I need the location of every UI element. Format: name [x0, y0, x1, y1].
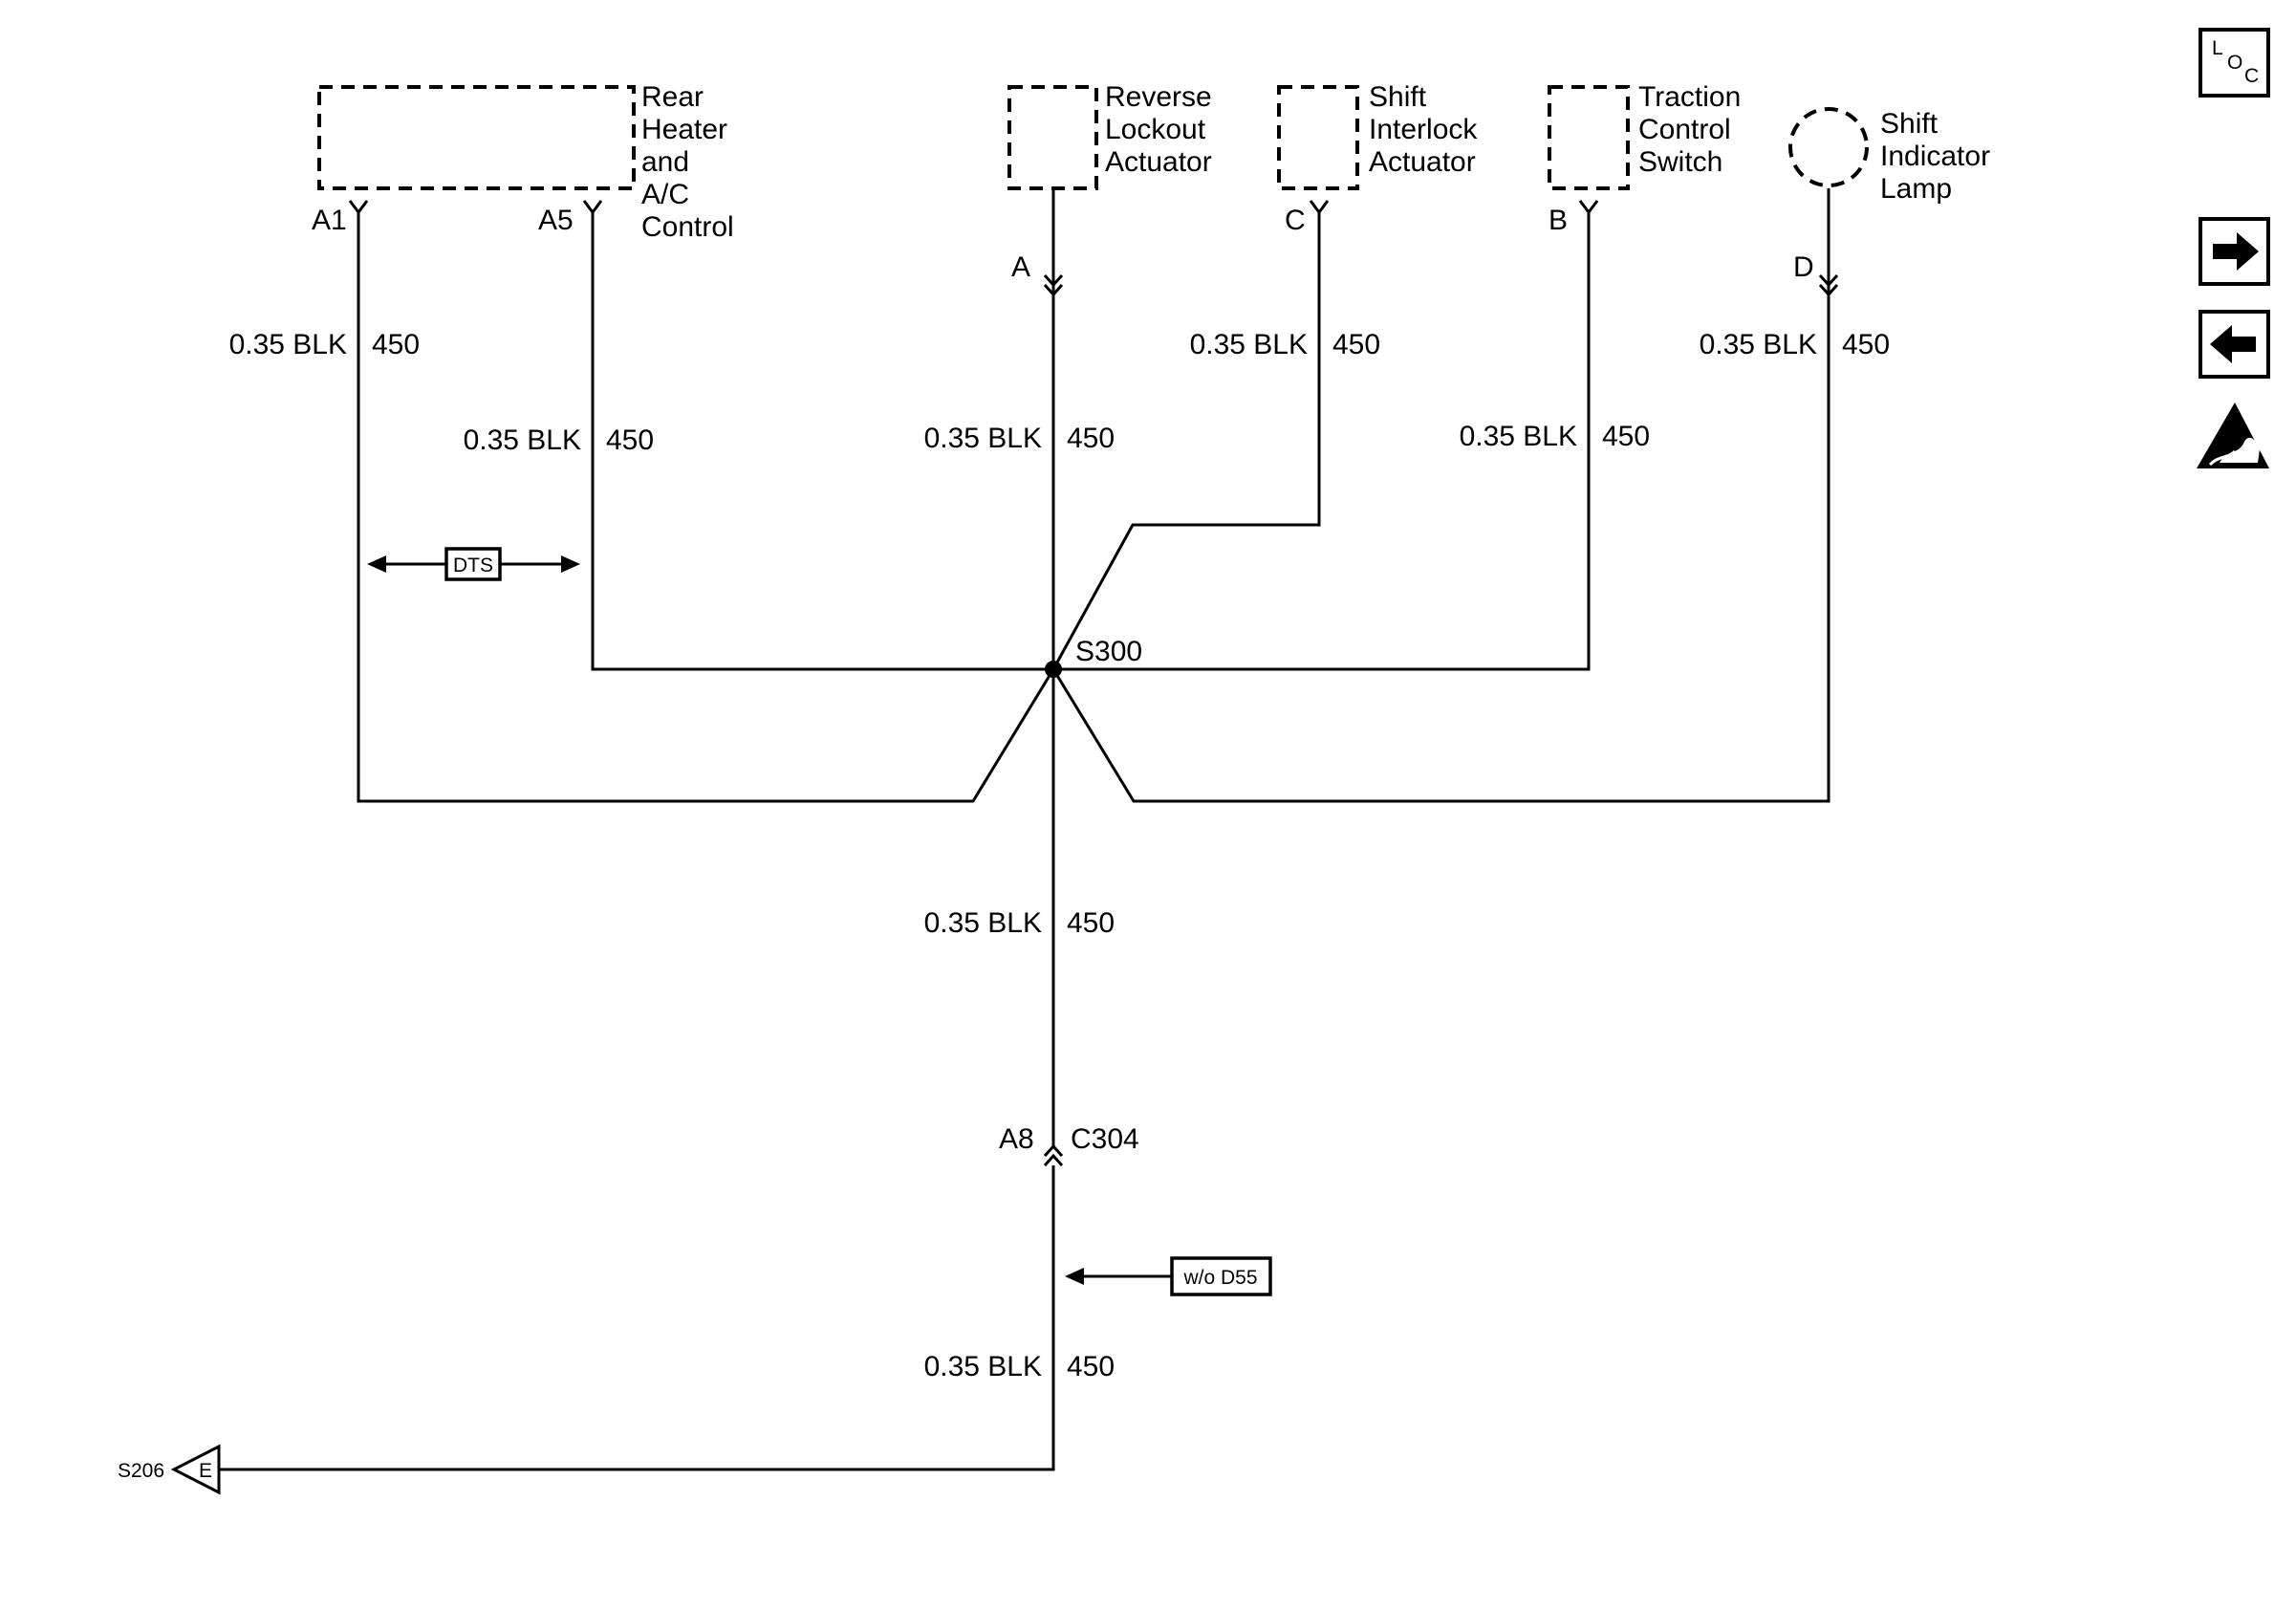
esd-warning-button[interactable] [2197, 402, 2269, 468]
reverse-lockout-actuator-box [1007, 85, 1098, 190]
wire-b-circuit: 450 [1602, 421, 1650, 452]
next-page-button[interactable] [2199, 217, 2270, 286]
pin-c-label: C [1285, 205, 1306, 236]
svg-text:C: C [2244, 65, 2259, 87]
shift-indicator-lamp-symbol [1788, 107, 1869, 187]
wire-b-color: 0.35 BLK [1460, 421, 1577, 452]
pin-a1-terminal [348, 200, 369, 215]
wire-bottom [220, 1165, 1055, 1471]
dts-arrowhead-left [367, 555, 386, 573]
loc-icon: L O C [2212, 37, 2259, 87]
wire-d [1051, 188, 1830, 803]
reverse-lockout-actuator-label: Reverse Lockout Actuator [1105, 81, 1220, 178]
wire-bottom-color: 0.35 BLK [924, 1351, 1042, 1382]
wire-a1 [357, 212, 1055, 803]
pin-c-terminal [1309, 200, 1330, 215]
rear-hvac-control-box [317, 85, 636, 190]
ground-ref-splice-label[interactable]: S206 [118, 1460, 164, 1482]
loc-button[interactable]: L O C [2199, 28, 2270, 98]
shift-interlock-actuator-label: Shift Interlock Actuator [1369, 81, 1485, 178]
pin-b-label: B [1549, 205, 1568, 236]
shift-interlock-actuator-box [1277, 85, 1359, 190]
wo-d55-option-label: w/o D55 [1182, 1267, 1257, 1289]
pin-b-terminal [1578, 200, 1599, 215]
wire-a5 [591, 212, 1053, 671]
connector-c304-label: C304 [1071, 1123, 1139, 1155]
pin-a5-label: A5 [538, 205, 574, 236]
wire-a1-circuit: 450 [372, 329, 420, 360]
splice-s300-dot [1045, 661, 1062, 678]
esd-warning-icon [2197, 402, 2269, 468]
wire-a5-circuit: 450 [606, 424, 654, 456]
prev-page-button[interactable] [2199, 310, 2270, 379]
arrow-right-icon [2213, 232, 2259, 271]
wire-a1-color: 0.35 BLK [229, 329, 347, 360]
wire-a5-color: 0.35 BLK [464, 424, 581, 456]
wire-bottom-circuit: 450 [1067, 1351, 1115, 1382]
shift-indicator-lamp-label: Shift Indicator Lamp [1880, 108, 1998, 205]
wire-d-circuit: 450 [1842, 329, 1890, 360]
svg-text:L: L [2212, 37, 2223, 59]
dts-arrowhead-right [561, 555, 580, 573]
wire-trunk-circuit: 450 [1067, 907, 1115, 939]
wire-d-color: 0.35 BLK [1700, 329, 1817, 360]
wire-a-circuit: 450 [1067, 423, 1115, 454]
pin-a5-terminal [582, 200, 603, 215]
arrow-left-icon [2210, 325, 2256, 363]
splice-s300-label: S300 [1075, 636, 1142, 667]
dts-option-box [444, 547, 502, 581]
wire-a-color: 0.35 BLK [924, 423, 1042, 454]
traction-control-switch-box [1548, 85, 1630, 190]
pin-a1-label: A1 [312, 205, 347, 236]
rear-hvac-control-label: Rear Heater and A/C Control [641, 81, 735, 243]
wire-b [1053, 212, 1591, 671]
wo-d55-option-box [1170, 1256, 1272, 1296]
wire-trunk-color: 0.35 BLK [924, 907, 1042, 939]
traction-control-switch-label: Traction Control Switch [1638, 81, 1749, 178]
wire-c-circuit: 450 [1332, 329, 1380, 360]
wo-d55-arrowhead [1065, 1268, 1084, 1285]
ground-ref-letter: E [199, 1460, 212, 1482]
wire-c [1051, 212, 1321, 670]
pin-a-label: A [1011, 251, 1030, 283]
pin-a8-label: A8 [999, 1123, 1034, 1155]
c304-terminal [1043, 1143, 1064, 1167]
ground-ref-arrow[interactable] [170, 1444, 221, 1495]
svg-text:O: O [2227, 52, 2242, 74]
dts-option-label: DTS [453, 555, 493, 577]
pin-d-label: D [1793, 251, 1814, 283]
wire-c-color: 0.35 BLK [1190, 329, 1308, 360]
